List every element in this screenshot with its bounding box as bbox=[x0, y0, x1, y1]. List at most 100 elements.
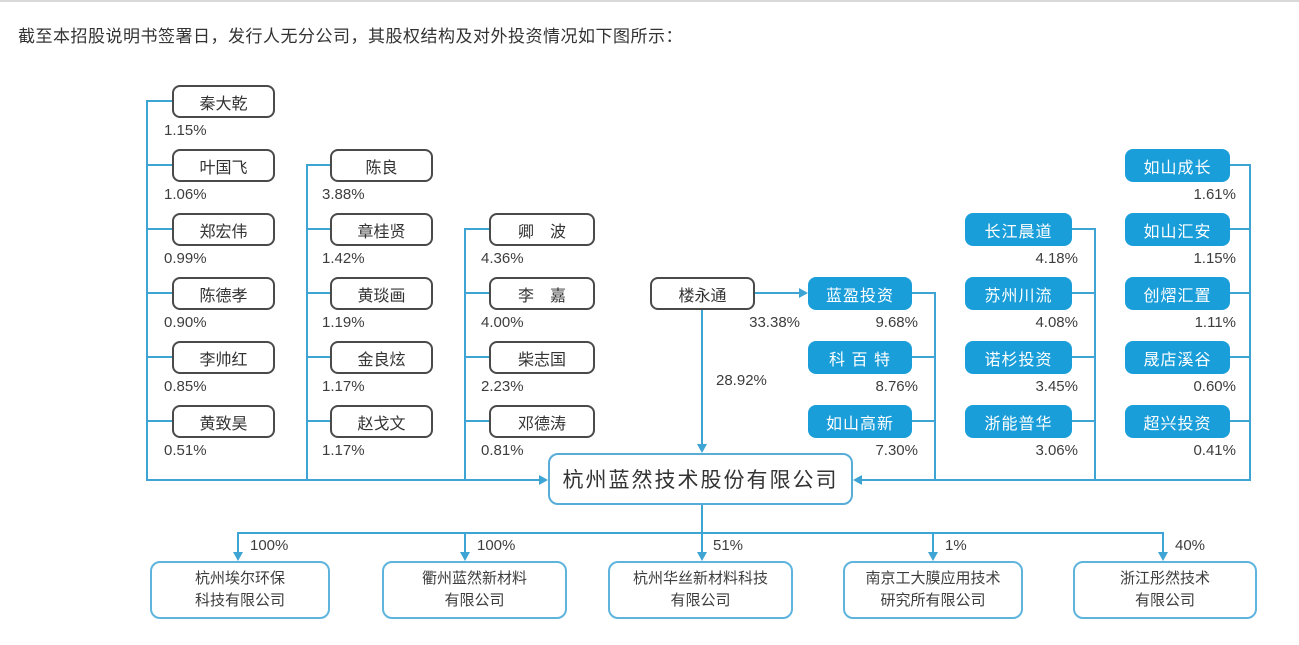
shareholder-box: 卿 波 bbox=[489, 213, 595, 246]
connector-line bbox=[146, 356, 172, 358]
arrowhead-down-icon bbox=[233, 552, 243, 561]
investor-box: 浙能普华 bbox=[965, 405, 1072, 438]
subsidiary-pct: 100% bbox=[250, 537, 289, 554]
investor-box: 科 百 特 bbox=[808, 341, 912, 374]
shareholder-name: 陈德孝 bbox=[199, 287, 248, 305]
investor-name: 如山汇安 bbox=[1143, 223, 1212, 241]
connector-line bbox=[146, 100, 172, 102]
shareholder-box: 秦大乾 bbox=[172, 85, 275, 118]
connector-line bbox=[912, 420, 936, 422]
connector-line bbox=[701, 532, 703, 553]
connector-line bbox=[934, 292, 936, 480]
investor-name: 超兴投资 bbox=[1143, 415, 1212, 433]
shareholder-box: 陈良 bbox=[330, 149, 433, 182]
investor-box: 长江晨道 bbox=[965, 213, 1072, 246]
connector-line bbox=[237, 532, 239, 553]
arrowhead-left-icon bbox=[853, 475, 862, 485]
shareholding-pct: 1.61% bbox=[1193, 186, 1236, 203]
subsidiary-box: 浙江彤然技术 有限公司 bbox=[1073, 561, 1257, 619]
shareholding-pct: 8.76% bbox=[875, 378, 918, 395]
arrowhead-down-icon bbox=[460, 552, 470, 561]
shareholder-name: 柴志国 bbox=[517, 351, 566, 369]
arrowhead-down-icon bbox=[697, 552, 707, 561]
arrowhead-right-icon bbox=[799, 288, 808, 298]
subsidiary-name-line1: 浙江彤然技术 bbox=[1119, 570, 1210, 588]
connector-line bbox=[1162, 532, 1164, 553]
shareholding-pct: 3.88% bbox=[322, 186, 365, 203]
connector-line bbox=[1072, 292, 1096, 294]
connector-line bbox=[464, 532, 466, 553]
connector-line bbox=[306, 164, 330, 166]
connector-line bbox=[306, 228, 330, 230]
shareholding-pct: 1.11% bbox=[1194, 314, 1236, 331]
shareholder-name: 陈良 bbox=[365, 159, 398, 177]
shareholder-name: 卿 波 bbox=[517, 223, 566, 241]
shareholder-name: 赵戈文 bbox=[357, 415, 406, 433]
connector-line bbox=[932, 532, 934, 553]
subsidiary-pct: 1% bbox=[945, 537, 967, 554]
shareholding-pct: 0.51% bbox=[164, 442, 207, 459]
shareholder-box: 郑宏伟 bbox=[172, 213, 275, 246]
connector-line bbox=[464, 228, 489, 230]
connector-line bbox=[1072, 228, 1096, 230]
shareholder-box: 章桂贤 bbox=[330, 213, 433, 246]
shareholder-box: 叶国飞 bbox=[172, 149, 275, 182]
shareholding-pct: 0.81% bbox=[481, 442, 524, 459]
connector-line bbox=[146, 100, 148, 480]
connector-line bbox=[146, 292, 172, 294]
connector-line bbox=[146, 228, 172, 230]
investor-box: 如山汇安 bbox=[1125, 213, 1230, 246]
shareholder-box: 黄琰画 bbox=[330, 277, 433, 310]
subsidiary-name-line1: 杭州埃尔环保 bbox=[194, 570, 285, 588]
connector-line bbox=[701, 310, 703, 444]
shareholder-box: 李 嘉 bbox=[489, 277, 595, 310]
subsidiary-box: 杭州埃尔环保 科技有限公司 bbox=[150, 561, 330, 619]
controller-lanying-pct: 33.38% bbox=[749, 314, 800, 331]
shareholder-name: 金良炫 bbox=[357, 351, 406, 369]
shareholder-name: 秦大乾 bbox=[199, 95, 248, 113]
arrowhead-down-icon bbox=[1158, 552, 1168, 561]
arrowhead-down-icon bbox=[697, 444, 707, 453]
shareholding-pct: 7.30% bbox=[875, 442, 918, 459]
shareholding-pct: 0.41% bbox=[1193, 442, 1236, 459]
investor-name: 创熠汇置 bbox=[1143, 287, 1212, 305]
connector-line bbox=[464, 292, 489, 294]
connector-line bbox=[146, 479, 539, 481]
shareholding-pct: 1.19% bbox=[322, 314, 365, 331]
investor-box: 晟店溪谷 bbox=[1125, 341, 1230, 374]
shareholding-pct: 0.85% bbox=[164, 378, 207, 395]
shareholder-name: 邓德涛 bbox=[517, 415, 566, 433]
shareholding-pct: 4.08% bbox=[1035, 314, 1078, 331]
shareholding-pct: 3.45% bbox=[1035, 378, 1078, 395]
subsidiary-pct: 40% bbox=[1175, 537, 1206, 554]
company-name: 杭州蓝然技术股份有限公司 bbox=[562, 469, 839, 492]
investor-box: 蓝盈投资 bbox=[808, 277, 912, 310]
investor-box: 如山高新 bbox=[808, 405, 912, 438]
connector-line bbox=[1072, 420, 1096, 422]
investor-box: 苏州川流 bbox=[965, 277, 1072, 310]
shareholding-pct: 4.18% bbox=[1035, 250, 1078, 267]
shareholder-name: 李 嘉 bbox=[517, 287, 566, 305]
shareholder-box: 柴志国 bbox=[489, 341, 595, 374]
shareholding-pct: 1.42% bbox=[322, 250, 365, 267]
connector-line bbox=[306, 420, 330, 422]
subsidiary-name-line1: 杭州华丝新材料科技 bbox=[632, 570, 768, 588]
connector-line bbox=[146, 164, 172, 166]
subsidiary-name-line2: 有限公司 bbox=[444, 592, 505, 609]
shareholder-name: 郑宏伟 bbox=[199, 223, 248, 241]
investor-name: 浙能普华 bbox=[984, 415, 1053, 433]
subsidiary-name-line1: 南京工大膜应用技术 bbox=[865, 570, 1001, 588]
shareholder-name: 黄琰画 bbox=[357, 287, 406, 305]
page-top-border bbox=[0, 0, 1299, 2]
shareholder-box: 赵戈文 bbox=[330, 405, 433, 438]
investor-name: 诺杉投资 bbox=[984, 351, 1053, 369]
subsidiary-pct: 100% bbox=[477, 537, 516, 554]
shareholding-pct: 1.15% bbox=[164, 122, 207, 139]
connector-line bbox=[464, 228, 466, 480]
shareholding-pct: 0.90% bbox=[164, 314, 207, 331]
shareholding-pct: 2.23% bbox=[481, 378, 524, 395]
connector-line bbox=[464, 420, 489, 422]
shareholding-pct: 9.68% bbox=[875, 314, 918, 331]
connector-line bbox=[912, 292, 936, 294]
